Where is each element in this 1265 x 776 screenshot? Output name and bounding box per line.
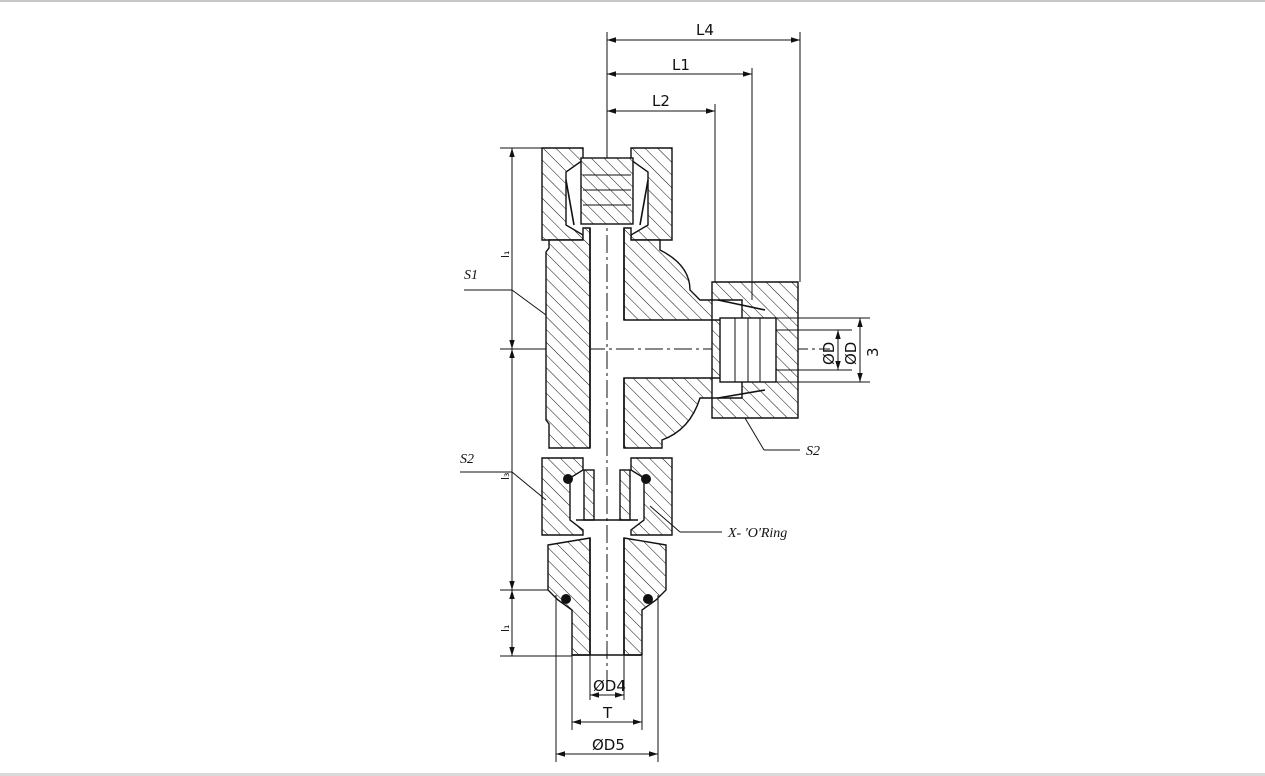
label-s2-right: S2	[806, 444, 820, 459]
top-dimensions: L4 L1 L2	[606, 21, 801, 300]
dim-d3: 3	[864, 347, 882, 357]
right-diameter-dimensions: ØD ØD 3	[776, 317, 882, 383]
bottom-dimensions: ØD4 T ØD5	[555, 595, 659, 762]
dim-d5: ØD5	[592, 736, 625, 754]
label-oring: X- 'O'Ring	[727, 526, 787, 541]
dim-d-outer: ØD	[842, 342, 860, 365]
dim-d-inner: ØD	[820, 342, 838, 365]
top-border	[0, 0, 1265, 2]
top-nut	[541, 147, 673, 241]
dim-l2: L2	[652, 92, 670, 110]
left-vertical-dimensions: l₁ l₃ l₁	[499, 147, 572, 657]
bottom-border	[0, 773, 1265, 776]
dim-l-lower: l₁	[499, 625, 512, 632]
dim-t: T	[602, 704, 613, 722]
dim-l1: L1	[672, 56, 690, 74]
stud-end	[547, 537, 667, 656]
dim-l4: L4	[696, 21, 714, 39]
dim-l-upper: l₁	[499, 251, 512, 258]
dim-l-middle: l₃	[499, 473, 512, 480]
tee-body	[545, 227, 713, 449]
leader-labels: S1 S2 S2 X- 'O'Ring	[460, 268, 820, 541]
dim-d4: ØD4	[593, 677, 626, 695]
label-s2-left: S2	[460, 452, 474, 467]
right-nut	[711, 281, 799, 419]
label-s1: S1	[464, 268, 478, 283]
